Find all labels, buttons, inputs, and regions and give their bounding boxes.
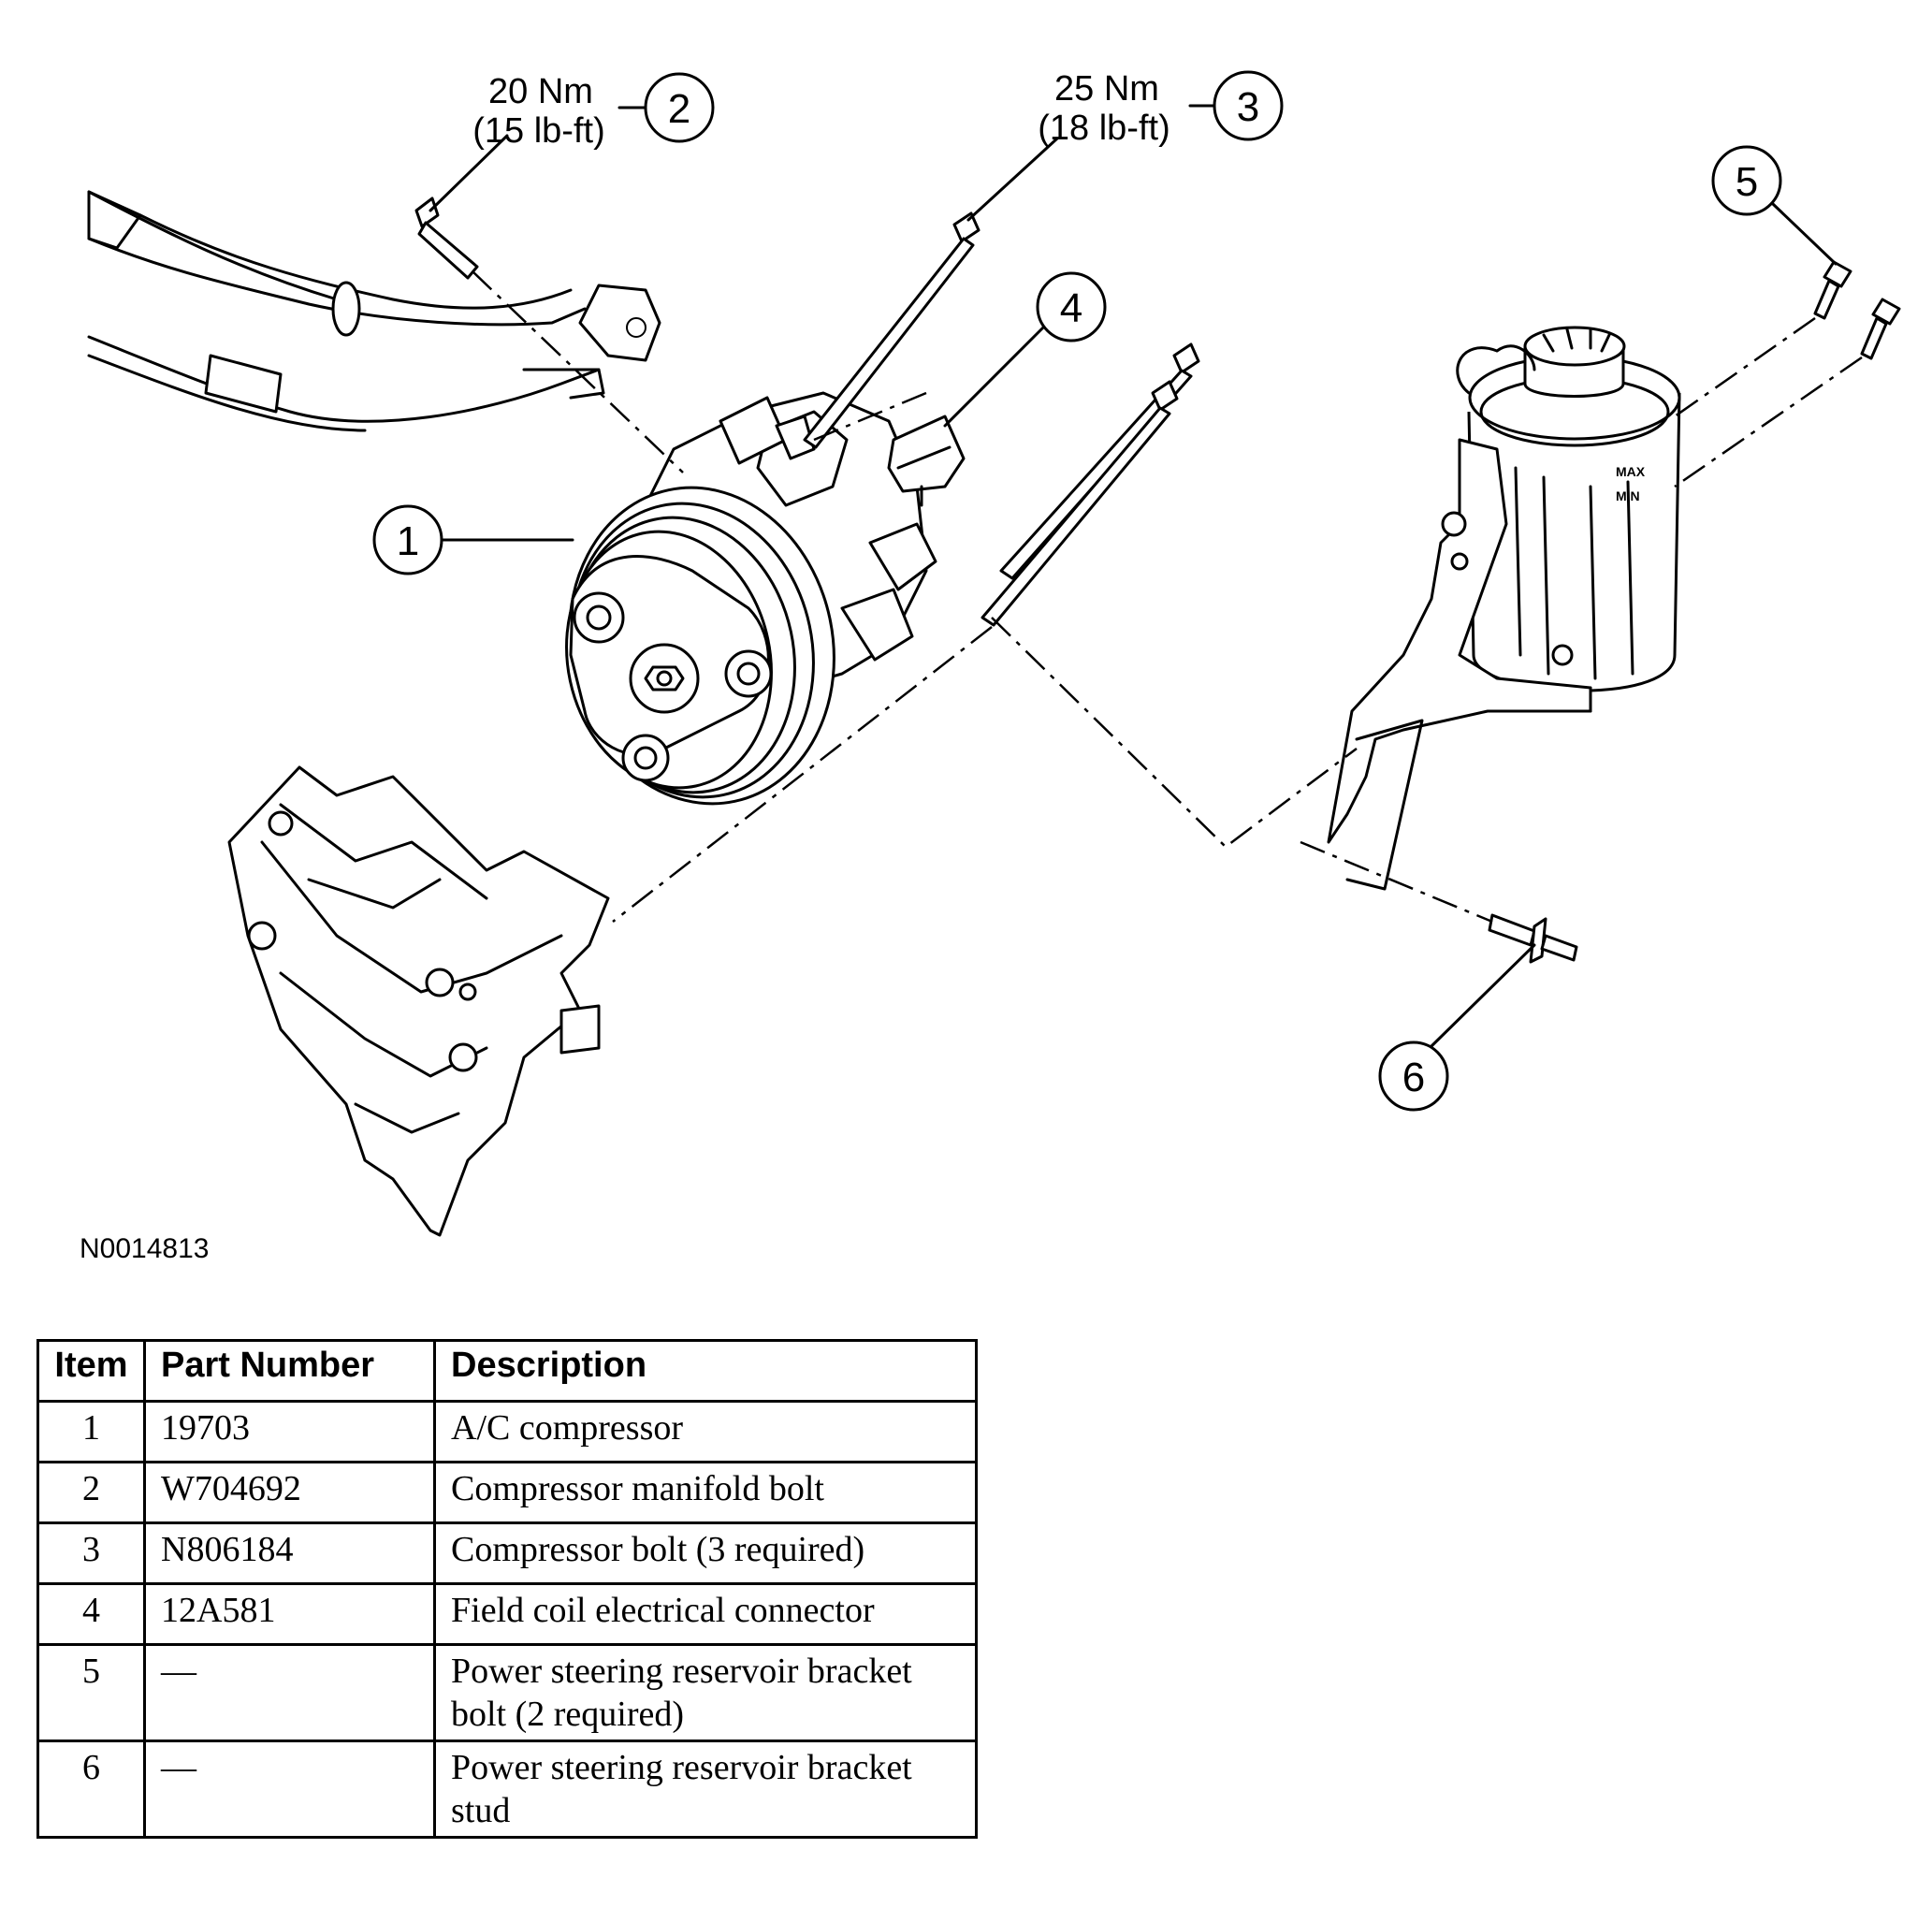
part-number-cell: — xyxy=(143,1643,436,1742)
description-cell: Field coil electrical connector xyxy=(433,1582,978,1646)
item-cell: 2 xyxy=(36,1461,146,1524)
table-row: 2 W704692 Compressor manifold bolt xyxy=(36,1461,978,1524)
exploded-view-illustration: MAX MIN 1 2 xyxy=(80,69,1901,1264)
table-row: 5 — Power steering reservoir bracket bol… xyxy=(36,1643,978,1742)
table-row: 4 12A581 Field coil electrical connector xyxy=(36,1582,978,1646)
item-cell: 4 xyxy=(36,1582,146,1646)
part-number-cell: — xyxy=(143,1740,436,1839)
reservoir-bracket-stud xyxy=(1488,913,1578,964)
column-header-part-number: Part Number xyxy=(143,1339,436,1403)
power-steering-reservoir: MAX MIN xyxy=(1327,326,1681,891)
description-cell: Power steering reservoir bracket stud xyxy=(433,1740,978,1839)
callout-2: 2 xyxy=(429,72,715,212)
part-number-cell: N806184 xyxy=(143,1521,436,1585)
column-header-item: Item xyxy=(36,1339,146,1403)
svg-text:(15 lb-ft): (15 lb-ft) xyxy=(472,111,604,151)
callout-3: 3 xyxy=(966,70,1284,222)
part-number-cell: 12A581 xyxy=(143,1582,436,1646)
table-header-row: Item Part Number Description xyxy=(36,1339,978,1403)
svg-text:3: 3 xyxy=(1237,84,1259,130)
reservoir-bracket-bolts xyxy=(1813,260,1901,360)
svg-text:1: 1 xyxy=(397,518,419,564)
item-cell: 5 xyxy=(36,1643,146,1742)
max-mark: MAX xyxy=(1616,464,1646,479)
compressor-mounting-bracket xyxy=(227,765,610,1237)
svg-text:20 Nm: 20 Nm xyxy=(488,72,593,111)
callout-5: 5 xyxy=(1711,145,1838,266)
callout-6: 6 xyxy=(1378,943,1536,1112)
part-number-cell: W704692 xyxy=(143,1461,436,1524)
item-cell: 3 xyxy=(36,1521,146,1585)
table-row: 1 19703 A/C compressor xyxy=(36,1400,978,1463)
ac-compressor xyxy=(565,391,937,806)
svg-text:2: 2 xyxy=(668,86,690,132)
table-row: 3 N806184 Compressor bolt (3 required) xyxy=(36,1521,978,1585)
description-cell: Compressor manifold bolt xyxy=(433,1461,978,1524)
torque-3: 25 Nm (18 lb-ft) xyxy=(1038,69,1169,148)
figure-id: N0014813 xyxy=(80,1233,209,1264)
compressor-bolts xyxy=(803,211,1200,627)
description-cell: A/C compressor xyxy=(433,1400,978,1463)
svg-text:4: 4 xyxy=(1060,285,1082,331)
ac-hose-manifold xyxy=(87,190,661,432)
callout-1: 1 xyxy=(372,504,574,575)
part-number-cell: 19703 xyxy=(143,1400,436,1463)
item-cell: 6 xyxy=(36,1740,146,1839)
alignment-lines xyxy=(472,270,1863,924)
svg-text:(18 lb-ft): (18 lb-ft) xyxy=(1038,109,1169,148)
min-mark: MIN xyxy=(1616,488,1640,503)
description-cell: Compressor bolt (3 required) xyxy=(433,1521,978,1585)
parts-table: Item Part Number Description 1 19703 A/C… xyxy=(36,1339,978,1839)
table-row: 6 — Power steering reservoir bracket stu… xyxy=(36,1740,978,1839)
svg-text:5: 5 xyxy=(1736,159,1758,205)
column-header-description: Description xyxy=(433,1339,978,1403)
svg-text:25 Nm: 25 Nm xyxy=(1054,69,1159,109)
svg-text:6: 6 xyxy=(1402,1055,1425,1100)
item-cell: 1 xyxy=(36,1400,146,1463)
field-coil-connector xyxy=(887,415,966,507)
torque-2: 20 Nm (15 lb-ft) xyxy=(472,72,604,151)
callout-4: 4 xyxy=(943,271,1107,428)
manifold-bolt xyxy=(414,197,479,280)
description-cell: Power steering reservoir bracket bolt (2… xyxy=(433,1643,978,1742)
